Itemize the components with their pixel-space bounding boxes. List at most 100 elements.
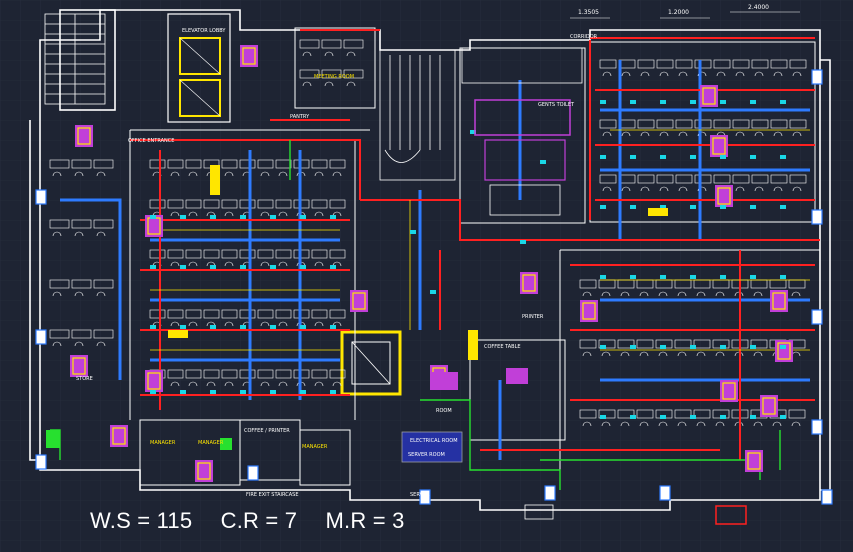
workstation-chair (278, 171, 288, 177)
workstation-chair (621, 71, 631, 77)
diffuser (750, 205, 756, 209)
workstation-desk (167, 369, 184, 379)
workstation-chair (621, 186, 631, 192)
column-marker (811, 419, 823, 435)
workstation-desk (656, 59, 674, 69)
workstation-desk (637, 119, 655, 129)
diffuser (330, 390, 336, 394)
workstation-desk (257, 309, 274, 319)
diffuser (300, 325, 306, 329)
diffuser (520, 240, 526, 244)
diffuser (270, 325, 276, 329)
workstation-chair (260, 321, 270, 327)
fcu-unit (70, 355, 88, 377)
workstation-desk (579, 339, 597, 349)
workstation-chair (332, 381, 342, 387)
diffuser (780, 275, 786, 279)
workstation-chair (772, 421, 782, 427)
diffuser (330, 265, 336, 269)
workstation-desk (674, 339, 692, 349)
workstation-desk (239, 249, 256, 259)
workstation-desk (789, 174, 807, 184)
label-printer: PRINTER (522, 314, 544, 320)
diffuser (660, 100, 666, 104)
workstation-chair (302, 81, 312, 87)
workstation-chair (74, 231, 84, 237)
workstation-chair (715, 351, 725, 357)
diffuser (690, 415, 696, 419)
workstation-desk (311, 369, 328, 379)
diffuser (240, 215, 246, 219)
diffuser (150, 325, 156, 329)
workstation-chair (188, 171, 198, 177)
workstation-chair (188, 381, 198, 387)
workstation-chair (602, 71, 612, 77)
fcu-unit (770, 290, 788, 312)
workstation-chair (753, 291, 763, 297)
diffuser (210, 265, 216, 269)
fcu-unit-coil (112, 427, 126, 445)
workstation-chair (260, 211, 270, 217)
workstation-desk (732, 59, 750, 69)
workstation-chair (678, 186, 688, 192)
workstation-desk (275, 159, 292, 169)
fcu-unit (745, 450, 763, 472)
workstation-desk (71, 219, 92, 229)
workstation-desk (71, 329, 92, 339)
workstation-desk (694, 119, 712, 129)
workstation-desk (693, 409, 711, 419)
diffuser (180, 265, 186, 269)
column-marker (811, 309, 823, 325)
workstation-chair (601, 421, 611, 427)
workstation-chair (791, 291, 801, 297)
fcu-unit-coil (522, 274, 536, 292)
diffuser (750, 275, 756, 279)
workstation-desk (770, 119, 788, 129)
workstation-desk (185, 249, 202, 259)
fcu-unit (720, 380, 738, 402)
workstation-chair (314, 321, 324, 327)
workstation-chair (170, 321, 180, 327)
diffuser (660, 155, 666, 159)
workstation-chair (96, 291, 106, 297)
workstation-chair (332, 321, 342, 327)
diffuser (600, 275, 606, 279)
diffuser (720, 100, 726, 104)
workstation-desk (239, 369, 256, 379)
diffuser (660, 205, 666, 209)
workstation-chair (677, 421, 687, 427)
label-pantry: PANTRY (290, 114, 310, 120)
workstation-chair (640, 131, 650, 137)
staircase-top-left (44, 13, 106, 105)
workstation-chair (96, 171, 106, 177)
diffuser (300, 215, 306, 219)
label-server: SERVER (410, 492, 430, 498)
column-marker (35, 454, 47, 470)
column-marker (544, 485, 556, 501)
workstation-desk (343, 39, 364, 49)
workstation-desk (750, 339, 768, 349)
workstation-desk (636, 409, 654, 419)
workstation-count: W.S = 115 (90, 508, 193, 533)
window-markers (35, 69, 833, 505)
workstation-chair (677, 351, 687, 357)
label-room: ROOM (436, 408, 452, 414)
workstation-desk (221, 309, 238, 319)
workstation-chair (753, 351, 763, 357)
workstation-desk (93, 279, 114, 289)
label-meeting-room: MEETING ROOM (314, 74, 354, 80)
workstation-desk (617, 339, 635, 349)
staircase-center (379, 49, 456, 181)
workstation-chair (773, 131, 783, 137)
diffuser (690, 275, 696, 279)
diffuser (300, 390, 306, 394)
workstation-chair (52, 341, 62, 347)
label-coffee-table: COFFEE TABLE (484, 344, 521, 350)
label-fire-exit-staircase: FIRE EXIT STAIRCASE (246, 492, 298, 498)
workstation-desk (617, 409, 635, 419)
workstation-chair (620, 291, 630, 297)
workstation-desk (789, 119, 807, 129)
workstation-desk (203, 199, 220, 209)
